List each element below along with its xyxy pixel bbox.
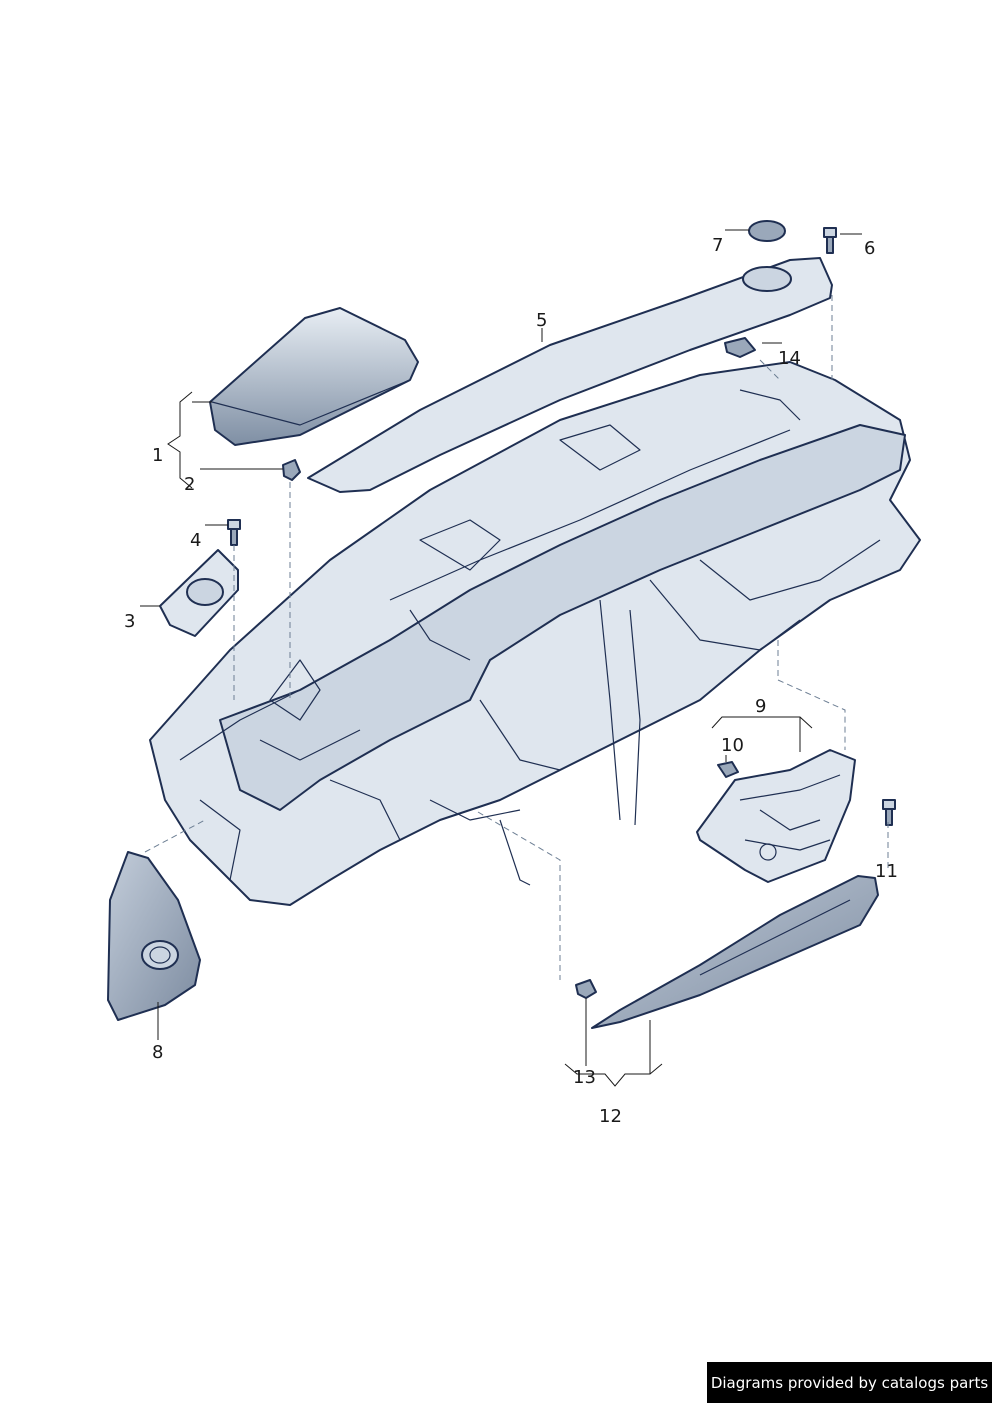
callout-6: 6 [864,238,875,259]
clip-part-13 [575,979,597,999]
callout-4: 4 [190,530,201,551]
dashboard-carrier [149,361,921,906]
side-end-panel-part [107,851,201,1021]
top-trim-strip-part [307,257,833,493]
callout-labels: 1 2 3 4 5 6 7 8 9 10 11 12 13 14 [124,235,898,1127]
display-cover-part [209,307,419,446]
callout-12: 12 [599,1106,622,1127]
module-bracket-part [696,749,856,883]
clip-part-2 [282,459,301,481]
screw-part-4 [227,519,241,546]
round-cap-part [748,220,786,242]
callout-11: 11 [875,861,898,882]
lower-trim-part [591,875,879,1029]
callout-5: 5 [536,310,547,331]
callout-14: 14 [778,348,801,369]
callout-13: 13 [573,1067,596,1088]
screw-part-11 [882,799,896,826]
leader-lines [140,229,862,1087]
assembly-lines [144,295,889,980]
callout-3: 3 [124,611,135,632]
clip-part-14 [724,337,756,358]
callout-1: 1 [152,445,163,466]
credit-text: Diagrams provided by catalogs parts [710,1373,989,1392]
credit-banner: Diagrams provided by catalogs parts [707,1362,992,1403]
screw-part-6 [823,227,837,254]
callout-10: 10 [721,735,744,756]
callout-7: 7 [712,235,723,256]
vent-housing-part [159,549,239,637]
callout-8: 8 [152,1042,163,1063]
callout-2: 2 [184,474,195,495]
nut-part-10 [717,761,739,778]
callout-9: 9 [755,696,766,717]
